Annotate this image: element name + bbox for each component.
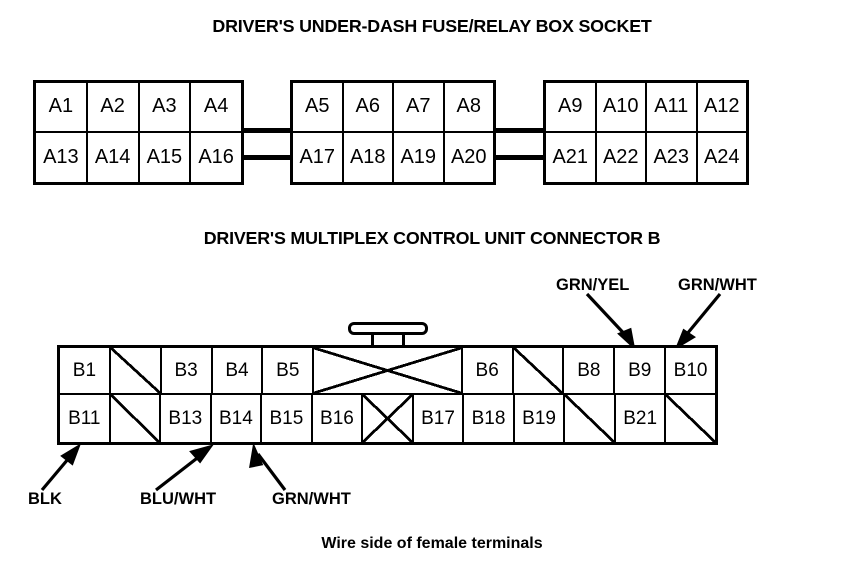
arrow-head-grn-wht xyxy=(674,328,696,350)
connector-a-section-3-bottom-row: A21 A22 A23 A24 xyxy=(546,132,746,182)
terminal-b6[interactable]: B6 xyxy=(462,348,514,395)
terminal-a15[interactable]: A15 xyxy=(139,132,192,182)
arrow-head-blk xyxy=(60,443,82,466)
arrow-head-blu-wht xyxy=(189,444,214,464)
diagram-caption: Wire side of female terminals xyxy=(321,535,543,552)
connector-a-link-bar-upper-right xyxy=(493,128,546,133)
connector-a-link-bar-upper-left xyxy=(241,128,293,133)
terminal-b3[interactable]: B3 xyxy=(161,348,213,395)
terminal-a17[interactable]: A17 xyxy=(293,132,344,182)
terminal-b10[interactable]: B10 xyxy=(666,348,715,395)
terminal-empty-top-1[interactable] xyxy=(110,348,162,395)
callout-label-grn-wht-bottom: GRN/WHT xyxy=(272,490,351,508)
callout-arrows-bottom xyxy=(40,442,287,492)
terminal-a14[interactable]: A14 xyxy=(87,132,140,182)
terminal-empty-bottom-10[interactable] xyxy=(565,395,616,442)
terminal-b8[interactable]: B8 xyxy=(564,348,616,395)
terminal-b17[interactable]: B17 xyxy=(413,395,465,442)
callout-arrows-top xyxy=(585,292,722,351)
terminal-b19[interactable]: B19 xyxy=(514,395,566,442)
terminal-b4[interactable]: B4 xyxy=(212,348,264,395)
terminal-a23[interactable]: A23 xyxy=(647,132,698,182)
terminal-b5[interactable]: B5 xyxy=(263,348,315,395)
terminal-a24[interactable]: A24 xyxy=(697,132,746,182)
connector-a-link-bar-lower-left xyxy=(241,155,293,160)
arrow-line-grn-wht-bottom xyxy=(256,453,287,491)
connector-a-section-1-bottom-row: A13 A14 A15 A16 xyxy=(36,132,241,182)
terminal-empty-bottom-6[interactable] xyxy=(363,395,414,442)
terminal-a2[interactable]: A2 xyxy=(87,83,140,133)
connector-a-section-2: A5 A6 A7 A8 A17 A18 A19 A20 xyxy=(290,80,496,185)
terminal-a20[interactable]: A20 xyxy=(444,132,493,182)
terminal-empty-bottom-12[interactable] xyxy=(666,395,715,442)
terminal-a10[interactable]: A10 xyxy=(596,83,647,133)
callout-label-blu-wht: BLU/WHT xyxy=(140,490,217,508)
latch-cap xyxy=(348,322,428,335)
terminal-a13[interactable]: A13 xyxy=(36,132,88,182)
terminal-empty-top-7[interactable] xyxy=(513,348,565,395)
connector-a-section-1-top-row: A1 A2 A3 A4 xyxy=(36,83,241,133)
terminal-empty-bottom-1[interactable] xyxy=(110,395,162,442)
terminal-b18[interactable]: B18 xyxy=(464,395,515,442)
terminal-a9[interactable]: A9 xyxy=(546,83,597,133)
callout-label-grn-wht-top: GRN/WHT xyxy=(678,276,757,294)
terminal-a3[interactable]: A3 xyxy=(139,83,192,133)
callout-label-blk: BLK xyxy=(28,490,62,508)
connector-a-section-2-top-row: A5 A6 A7 A8 xyxy=(293,83,493,133)
terminal-a5[interactable]: A5 xyxy=(293,83,344,133)
terminal-a7[interactable]: A7 xyxy=(394,83,445,133)
terminal-a12[interactable]: A12 xyxy=(697,83,746,133)
terminal-empty-top-5[interactable] xyxy=(314,348,463,395)
terminal-b15[interactable]: B15 xyxy=(262,395,313,442)
terminal-a21[interactable]: A21 xyxy=(546,132,597,182)
terminal-a4[interactable]: A4 xyxy=(191,83,241,133)
terminal-a18[interactable]: A18 xyxy=(343,132,394,182)
terminal-a6[interactable]: A6 xyxy=(343,83,394,133)
terminal-a22[interactable]: A22 xyxy=(596,132,647,182)
arrow-head-grn-yel xyxy=(617,327,636,351)
connector-a-link-bar-lower-right xyxy=(493,155,546,160)
connector-a-section-2-bottom-row: A17 A18 A19 A20 xyxy=(293,132,493,182)
terminal-a11[interactable]: A11 xyxy=(647,83,698,133)
arrow-head-grn-wht-bottom xyxy=(249,442,264,469)
terminal-a16[interactable]: A16 xyxy=(191,132,241,182)
terminal-a1[interactable]: A1 xyxy=(36,83,88,133)
connector-a-section-3-top-row: A9 A10 A11 A12 xyxy=(546,83,746,133)
terminal-b11[interactable]: B11 xyxy=(60,395,111,442)
terminal-b9[interactable]: B9 xyxy=(615,348,667,395)
terminal-b14[interactable]: B14 xyxy=(211,395,263,442)
connector-b-latch-tab xyxy=(348,322,428,346)
connector-a-section-3: A9 A10 A11 A12 A21 A22 A23 A24 xyxy=(543,80,749,185)
terminal-a8[interactable]: A8 xyxy=(444,83,493,133)
connector-a-title: DRIVER'S UNDER-DASH FUSE/RELAY BOX SOCKE… xyxy=(212,16,652,36)
terminal-b1[interactable]: B1 xyxy=(60,348,111,395)
terminal-b21[interactable]: B21 xyxy=(615,395,667,442)
latch-neck xyxy=(371,332,405,346)
connector-a-section-1: A1 A2 A3 A4 A13 A14 A15 A16 xyxy=(33,80,244,185)
callout-label-grn-yel: GRN/YEL xyxy=(556,276,630,294)
terminal-a19[interactable]: A19 xyxy=(394,132,445,182)
connector-b-title: DRIVER'S MULTIPLEX CONTROL UNIT CONNECTO… xyxy=(203,228,661,248)
terminal-b16[interactable]: B16 xyxy=(312,395,364,442)
terminal-b13[interactable]: B13 xyxy=(161,395,212,442)
